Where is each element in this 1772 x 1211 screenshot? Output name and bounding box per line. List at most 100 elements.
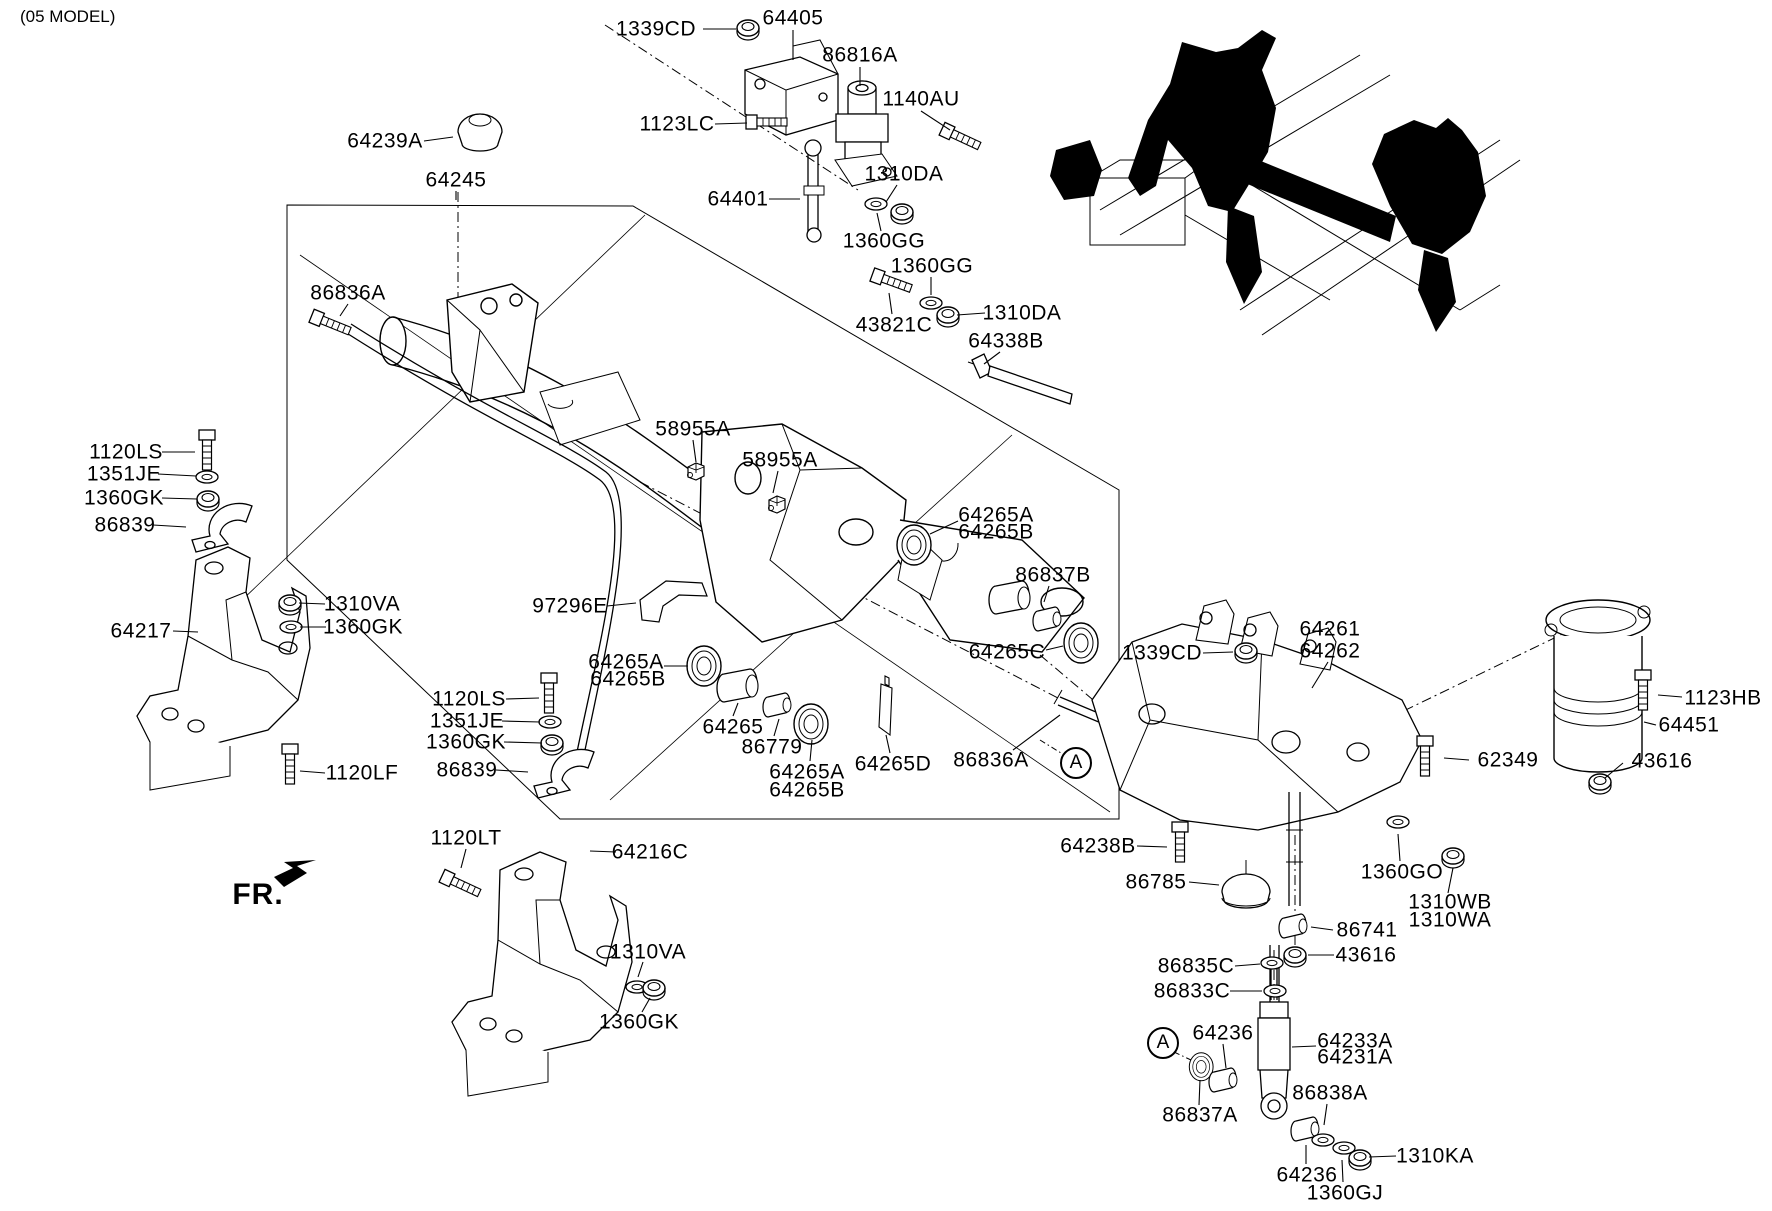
lower-knuckle-64216C <box>451 851 633 1097</box>
part-label-1339cd: 1339CD <box>615 17 697 41</box>
part-label--05-model-: (05 MODEL) <box>20 7 116 26</box>
part-label-1310da: 1310DA <box>864 162 944 186</box>
leader-line-1123lc <box>714 122 748 125</box>
part-label-1120lt: 1120LT <box>430 826 502 850</box>
leader-line-86741 <box>1310 926 1334 931</box>
part-label-1339cd: 1339CD <box>1121 641 1203 665</box>
part-label-1360gk: 1360GK <box>425 730 507 754</box>
part-label-fr-: FR. <box>232 878 284 911</box>
leader-line-1120lt <box>460 848 467 869</box>
part-label-1351je: 1351JE <box>429 709 505 733</box>
leader-line-1310va <box>298 602 326 605</box>
leader-line-1351je <box>157 473 197 477</box>
leader-line-1310wb <box>1447 867 1454 894</box>
leader-line-64262 <box>1311 661 1329 689</box>
part-label-86839: 86839 <box>436 758 498 782</box>
leader-line-64265 <box>732 702 739 717</box>
leader-line-86835c <box>1234 963 1261 967</box>
part-label-64265b: 64265B <box>958 520 1034 544</box>
leader-line-62349 <box>1443 757 1470 761</box>
part-label-1351je: 1351JE <box>86 462 162 486</box>
part-label-64216c: 64216C <box>611 840 689 864</box>
part-label-64239a: 64239A <box>347 129 423 153</box>
bump-stop-86785 <box>1221 860 1271 909</box>
part-label-86837b: 86837B <box>1015 563 1091 587</box>
leader-line-1123hb <box>1657 694 1683 698</box>
leader-line-1360gk <box>503 741 543 744</box>
leader-line-86836a <box>1012 714 1061 751</box>
part-label-64265c: 64265C <box>968 640 1046 664</box>
leader-line-64236 <box>1222 1043 1227 1069</box>
part-label-86837a: 86837A <box>1162 1103 1238 1127</box>
part-label-64262: 64262 <box>1299 639 1361 663</box>
shock-absorber-64233A <box>1257 960 1291 1120</box>
part-label-86836a: 86836A <box>953 748 1029 772</box>
part-label-64338b: 64338B <box>968 329 1044 353</box>
leader-line-86838a <box>1323 1103 1328 1126</box>
part-label-1120ls: 1120LS <box>432 687 506 711</box>
stabilizer-clamp-lower <box>533 748 595 799</box>
part-label-64405: 64405 <box>762 6 824 30</box>
leader-line-64238b <box>1136 845 1168 848</box>
stabilizer-clamp-upper <box>191 502 253 553</box>
leader-line-1360go <box>1397 833 1401 862</box>
leader-line-86837a <box>1198 1079 1201 1106</box>
part-label-64401: 64401 <box>707 187 769 211</box>
part-label-64265a: 64265A <box>958 503 1034 527</box>
part-label-64233a: 64233A <box>1317 1029 1393 1053</box>
part-label-1123hb: 1123HB <box>1684 686 1762 710</box>
leader-line-64265a <box>809 739 813 762</box>
part-label-86779: 86779 <box>741 735 803 759</box>
leader-line-1120lf <box>299 770 326 774</box>
leader-line-58955a <box>772 470 779 494</box>
part-label-1360gg: 1360GG <box>890 254 974 278</box>
leader-line-86839 <box>152 524 187 528</box>
part-label-64265d: 64265D <box>854 752 932 776</box>
left-knuckle-64217 <box>136 546 311 791</box>
leader-line-86839 <box>495 769 529 773</box>
part-label-1120ls: 1120LS <box>89 440 163 464</box>
part-label-64231a: 64231A <box>1317 1045 1393 1069</box>
part-label-64261: 64261 <box>1299 617 1361 641</box>
part-label-64265b: 64265B <box>769 778 845 802</box>
shim-64265D <box>878 675 893 737</box>
assembly-boundary-box <box>194 204 1120 820</box>
part-label-86836a: 86836A <box>310 281 386 305</box>
leader-line-1360gj <box>1341 1159 1344 1183</box>
leader-line-1310da <box>956 312 986 316</box>
part-label-43616: 43616 <box>1335 943 1397 967</box>
part-label-86833c: 86833C <box>1153 979 1231 1003</box>
leader-line-97296e <box>606 602 637 607</box>
leader-line-1120ls <box>505 697 540 700</box>
part-label-1360go: 1360GO <box>1360 860 1444 884</box>
leader-line-64239a <box>423 136 454 142</box>
callout-leader-a <box>1039 739 1062 754</box>
part-label-62349: 62349 <box>1477 748 1539 772</box>
part-label-1310wb: 1310WB <box>1408 890 1492 914</box>
leader-line-1140au <box>920 110 951 131</box>
leader-line-1339cd <box>1202 651 1234 654</box>
leader-line-64451 <box>1643 721 1657 726</box>
part-label-64451: 64451 <box>1658 713 1720 737</box>
cap-64239A <box>457 113 503 152</box>
leader-line-1310va <box>637 961 644 978</box>
part-label-64265b: 64265B <box>590 667 666 691</box>
part-label-1360gk: 1360GK <box>598 1010 680 1034</box>
leader-line-64265c <box>1045 645 1064 651</box>
leader-line-1310ka <box>1368 1155 1397 1158</box>
part-label-64217: 64217 <box>110 619 172 643</box>
leader-line-1360gk <box>641 997 651 1013</box>
part-label-97296e: 97296E <box>532 594 608 618</box>
part-label-86839: 86839 <box>94 513 156 537</box>
part-label-1310da: 1310DA <box>982 301 1062 325</box>
leader-line-43616 <box>1604 762 1624 779</box>
part-label-1310va: 1310VA <box>609 940 687 964</box>
leader-line-64265a <box>929 520 959 535</box>
part-label-58955a: 58955A <box>655 417 731 441</box>
part-label-64236: 64236 <box>1192 1021 1254 1045</box>
chassis-silhouette <box>1050 30 1521 336</box>
part-label-86816a: 86816A <box>822 43 898 67</box>
leader-line-1310da <box>885 184 898 203</box>
